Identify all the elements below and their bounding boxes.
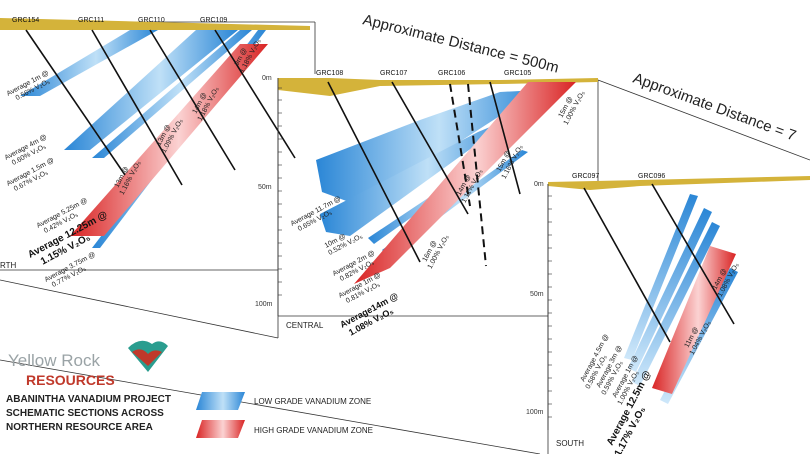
distance-label-2: Approximate Distance = 7 <box>631 70 799 145</box>
depth-label: 100m <box>255 301 273 308</box>
depth-label: 0m <box>534 181 544 188</box>
logo-line1: Yellow Rock <box>8 351 100 370</box>
legend-high-swatch <box>196 420 245 438</box>
north-high-grade-zone <box>70 44 268 236</box>
north-low-grade-zone <box>20 30 158 96</box>
section-label-south: SOUTH <box>556 439 584 448</box>
distance-label-1: Approximate Distance = 500m <box>361 11 560 76</box>
hole-GRC106b <box>467 83 487 267</box>
south-section: 0m 50m 100m GRC097 GRC096 SOUTH Average … <box>526 173 810 458</box>
hole-label-GRC108: GRC108 <box>316 70 343 77</box>
hole-label-GRC106: GRC106 <box>438 70 465 77</box>
hole-label-GRC111: GRC111 <box>78 17 104 24</box>
hole-GRC105 <box>489 81 521 195</box>
hole-GRC106 <box>449 83 471 207</box>
hole-GRC154 <box>25 29 126 176</box>
hole-label-GRC097: GRC097 <box>572 173 599 180</box>
central-section: 0m 50m 100m GRC108 GRC107 GRC106 GRC105 … <box>255 70 598 338</box>
south-high-grade-zone <box>652 246 736 394</box>
central-high-grade-zone <box>354 82 576 284</box>
legend-low-swatch <box>196 392 245 410</box>
depth-label: 50m <box>530 291 544 298</box>
hole-GRC109 <box>214 29 296 159</box>
depth-label: 50m <box>258 184 272 191</box>
hole-label-GRC105: GRC105 <box>504 70 531 77</box>
hole-GRC097 <box>583 187 671 343</box>
depth-label: 0m <box>262 75 272 82</box>
north-low-grade-zone <box>92 30 252 158</box>
legend: LOW GRADE VANADIUM ZONE HIGH GRADE VANAD… <box>196 392 373 438</box>
south-low-grade-zone <box>624 194 698 360</box>
hole-GRC110 <box>149 29 236 171</box>
hole-GRC108 <box>327 81 421 263</box>
logo-line2: RESOURCES <box>26 372 115 388</box>
project-title-line2: SCHEMATIC SECTIONS ACROSS <box>6 408 164 419</box>
south-surface <box>548 176 810 190</box>
central-low-grade-zone <box>320 116 516 236</box>
hole-label-GRC154: GRC154 <box>12 17 39 24</box>
section-label-central: CENTRAL <box>286 321 324 330</box>
legend-high-label: HIGH GRADE VANADIUM ZONE <box>254 426 373 435</box>
north-section: GRC154 GRC111 GRC110 GRC109 RTH Average … <box>0 17 310 289</box>
hole-label-GRC107: GRC107 <box>380 70 407 77</box>
depth-label: 100m <box>526 409 544 416</box>
hole-GRC111 <box>91 29 183 186</box>
project-title-line3: NORTHERN RESOURCE AREA <box>6 422 153 433</box>
south-low-grade-zone <box>628 208 712 372</box>
company-logo: Yellow Rock RESOURCES <box>8 340 168 388</box>
hole-label-GRC110: GRC110 <box>138 17 165 24</box>
hole-label-GRC109: GRC109 <box>200 17 227 24</box>
logo-mark-icon <box>128 340 168 372</box>
legend-low-label: LOW GRADE VANADIUM ZONE <box>254 397 371 406</box>
north-low-grade-zone <box>64 30 238 150</box>
section-label-north: RTH <box>0 261 17 270</box>
project-title-line1: ABANINTHA VANADIUM PROJECT <box>6 394 171 405</box>
central-surface <box>278 78 598 96</box>
hole-GRC096 <box>651 183 735 325</box>
north-surface <box>0 18 310 30</box>
central-low-grade-zone <box>316 90 540 206</box>
hole-GRC107 <box>391 81 469 215</box>
hole-label-GRC096: GRC096 <box>638 173 665 180</box>
